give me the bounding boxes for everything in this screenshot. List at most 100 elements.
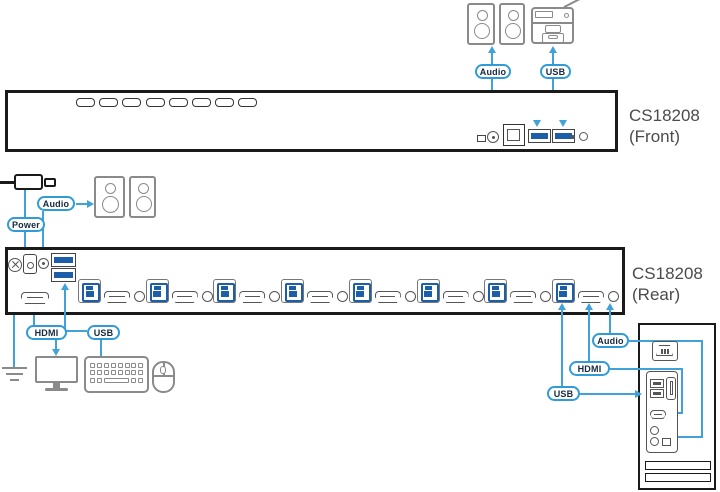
speaker-icon — [499, 3, 525, 45]
front-usb-port — [528, 129, 551, 143]
keyboard-key — [124, 363, 130, 368]
label-audio-left: Audio — [37, 196, 75, 211]
front-panel — [5, 90, 618, 152]
keyboard-key — [131, 377, 137, 383]
arrow-to-rear-audio — [606, 303, 614, 310]
port-pushbutton — [122, 98, 142, 107]
keyboard-key — [96, 370, 102, 376]
kvm-audio-jack — [607, 291, 619, 302]
label-usb-pc: USB — [547, 386, 580, 401]
keyboard-key — [90, 363, 95, 368]
pc-audio-jack — [650, 437, 659, 446]
speaker-icon — [467, 3, 495, 45]
arrow-to-printer — [549, 46, 557, 53]
console-usb-port — [51, 253, 76, 267]
label-audio-top: Audio — [475, 64, 511, 79]
kvm-usb-b-port — [213, 279, 237, 303]
view-label: (Rear) — [632, 285, 681, 305]
port-pushbutton — [215, 98, 235, 107]
kvm-usb-b-port — [551, 279, 575, 303]
kvm-hdmi-port — [171, 291, 198, 303]
keyboard-key — [90, 370, 95, 376]
arrow-to-rear-usb — [558, 303, 566, 310]
view-label: (Front) — [629, 127, 680, 147]
keyboard-key — [103, 363, 109, 368]
kvm-usb-b-port — [348, 279, 372, 303]
model-name: CS18208 — [629, 106, 700, 125]
keyboard-key — [138, 377, 144, 383]
kvm-hdmi-port — [577, 291, 604, 303]
keyboard-key — [138, 363, 144, 368]
kvm-hdmi-port — [510, 291, 537, 303]
keyboard-key — [103, 377, 130, 383]
port-pushbutton — [145, 98, 165, 107]
kvm-audio-jack — [540, 291, 552, 302]
keyboard-key — [103, 370, 109, 376]
mode-switch — [477, 135, 486, 142]
pc-power-inlet — [652, 341, 678, 361]
kvm-hdmi-port — [239, 291, 266, 303]
keyboard-key — [110, 370, 116, 376]
port-pushbutton — [76, 98, 95, 107]
front-led — [571, 135, 575, 139]
keyboard-key — [124, 370, 130, 376]
arrow-to-console-usb — [61, 283, 69, 290]
kvm-audio-jack — [134, 291, 145, 302]
kvm-usb-b-port — [484, 279, 508, 303]
keyboard-key — [117, 370, 123, 376]
port-pushbutton — [99, 98, 119, 107]
keyboard-key — [117, 363, 123, 368]
arrow-to-front-usb1 — [533, 120, 541, 127]
kvm-hdmi-port — [442, 291, 469, 303]
pc-hdmi-port — [650, 410, 666, 419]
pc-port-square — [662, 438, 671, 446]
rear-title: CS18208 (Rear) — [632, 263, 703, 306]
kvm-hdmi-port — [104, 291, 130, 303]
label-power: Power — [7, 217, 45, 232]
port-pushbutton — [168, 98, 188, 107]
kvm-usb-b-port — [281, 279, 305, 303]
console-hdmi-port — [21, 292, 49, 304]
label-audio-pc: Audio — [592, 333, 629, 348]
kvm-audio-jack — [404, 291, 416, 302]
console-usb-port — [51, 268, 76, 282]
pc-audio-jack — [650, 426, 659, 435]
power-jack — [23, 254, 37, 274]
arrow-to-monitor — [52, 349, 60, 356]
pc-usb-port — [650, 379, 664, 388]
speaker-icon — [94, 176, 125, 218]
arrow-to-left-speakers — [87, 199, 94, 208]
keyboard-key — [96, 363, 102, 368]
pc-usb-port — [650, 389, 664, 398]
label-usb-console: USB — [87, 325, 120, 340]
label-hdmi-pc: HDMI — [569, 361, 610, 376]
rear-panel — [5, 247, 625, 315]
keyboard-key — [131, 363, 137, 368]
keyboard-key — [90, 377, 95, 383]
arrow-to-speakers — [488, 46, 496, 53]
kvm-hdmi-port — [374, 291, 401, 303]
pc-expansion-slot — [645, 473, 711, 482]
arrow-to-front-usb2 — [559, 120, 567, 127]
kvm-usb-b-port — [145, 279, 169, 303]
port-pushbutton — [192, 98, 211, 107]
kvm-hdmi-port — [307, 291, 334, 303]
port-pushbutton — [238, 98, 258, 107]
model-name: CS18208 — [632, 264, 703, 283]
speaker-icon — [129, 176, 156, 218]
pc-io-panel — [646, 371, 678, 453]
front-title: CS18208 (Front) — [629, 105, 700, 148]
kvm-audio-jack — [472, 291, 484, 302]
kvm-audio-jack — [337, 291, 349, 302]
pc-expansion-slot — [645, 461, 711, 470]
keyboard-key — [110, 363, 116, 368]
keyboard-key — [138, 370, 144, 376]
keyboard-key — [131, 370, 137, 376]
label-hdmi-console: HDMI — [26, 325, 67, 340]
kvm-usb-b-port — [78, 279, 101, 303]
arrow-to-pc-usb — [635, 389, 642, 398]
pc-vga-port — [666, 377, 676, 400]
arrow-to-rear-hdmi — [585, 303, 593, 310]
reset-button — [579, 132, 588, 141]
